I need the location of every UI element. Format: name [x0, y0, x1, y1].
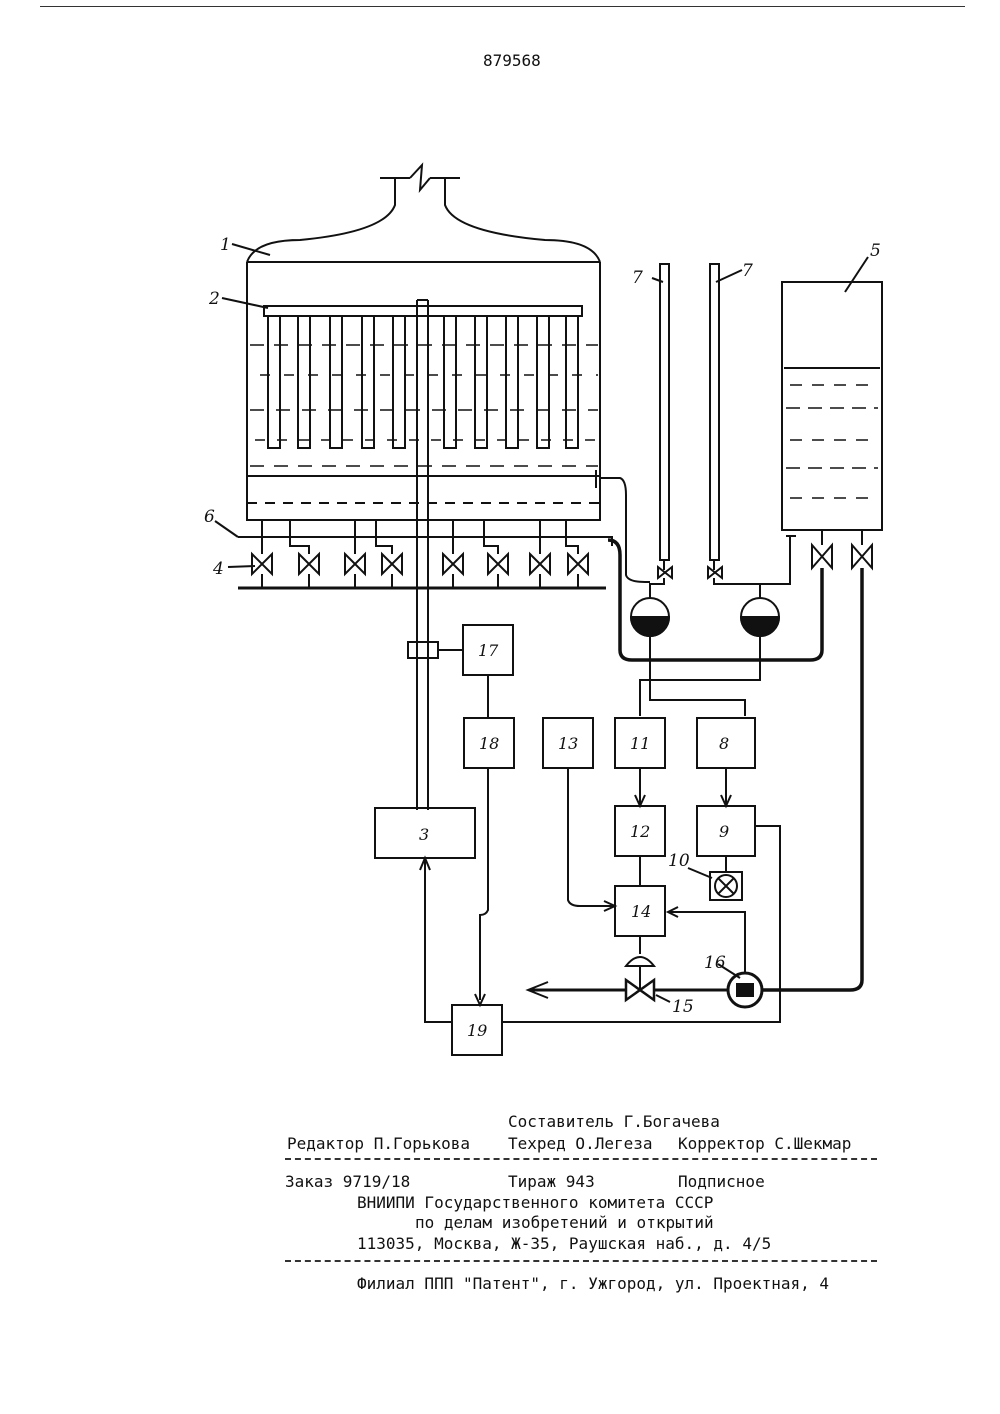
label-8: 8: [719, 734, 729, 753]
order: Заказ 9719/18: [285, 1172, 410, 1191]
org-line-1: ВНИИПИ Государственного комитета СССР: [357, 1193, 713, 1212]
label-9: 9: [719, 822, 729, 841]
electrode-holder-2: [264, 306, 582, 316]
label-5: 5: [870, 241, 881, 261]
label-11: 11: [630, 734, 650, 753]
separator-1: [285, 1158, 877, 1160]
label-14: 14: [631, 902, 651, 921]
label-6: 6: [204, 507, 215, 527]
address: 113035, Москва, Ж-35, Раушская наб., д. …: [357, 1234, 771, 1253]
editor: Редактор П.Горькова: [287, 1134, 470, 1153]
label-4: 4: [212, 559, 224, 579]
label-10: 10: [668, 851, 690, 871]
label-3: 3: [419, 825, 429, 844]
subscription: Подписное: [678, 1172, 765, 1191]
schematic-diagram: 1 2 6 4 7 7 5 17 18 13 11 8 3 12 9 10 14…: [0, 0, 1000, 1080]
label-18: 18: [479, 734, 499, 753]
valves-4: [252, 520, 588, 588]
compiler: Составитель Г.Богачева: [508, 1112, 720, 1131]
label-12: 12: [630, 822, 650, 841]
gauge-7a: [660, 264, 669, 560]
label-16: 16: [704, 953, 726, 973]
label-7a: 7: [632, 268, 643, 288]
separator-2: [285, 1260, 877, 1262]
label-7b: 7: [742, 261, 753, 281]
branch: Филиал ППП "Патент", г. Ужгород, ул. Про…: [357, 1274, 829, 1293]
tank-5: [782, 282, 882, 530]
label-2: 2: [208, 289, 220, 309]
circulation: Тираж 943: [508, 1172, 595, 1191]
label-19: 19: [467, 1021, 487, 1040]
electrodes: [268, 316, 578, 448]
label-1: 1: [220, 235, 231, 255]
label-13: 13: [558, 734, 578, 753]
label-17: 17: [478, 641, 499, 660]
corrector: Корректор С.Шекмар: [678, 1134, 851, 1153]
label-15: 15: [672, 997, 694, 1017]
org-line-2: по делам изобретений и открытий: [415, 1213, 714, 1232]
techred: Техред О.Легеза: [508, 1134, 653, 1153]
gauge-7b: [710, 264, 719, 560]
